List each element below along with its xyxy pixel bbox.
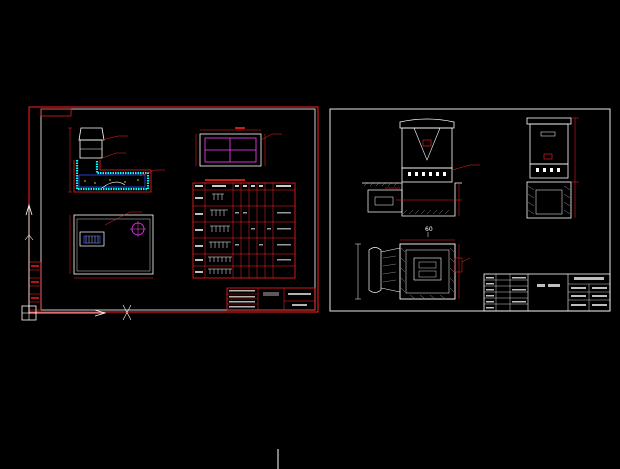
right-side-elevation [526,117,579,219]
left-plan-view [69,211,154,279]
left-cover-plan [195,127,282,167]
right-foundation-section [355,232,471,300]
right-title-block [483,273,611,312]
left-title-block [226,287,316,311]
left-elevation-view [68,127,165,193]
left-drawing-sheet [28,106,319,313]
equipment-schedule-table [192,179,296,279]
left-sheet-corner-tab [40,108,72,117]
left-sheet-inner-frame [40,108,316,311]
right-front-elevation [362,118,480,217]
ucs-axis-icon [21,203,132,321]
left-binding-strip [28,261,42,311]
dimension-label: 60 [425,226,433,233]
right-sheet-frame [329,108,611,312]
right-drawing-sheet [329,108,611,312]
left-sheet-outer-frame [28,106,319,313]
